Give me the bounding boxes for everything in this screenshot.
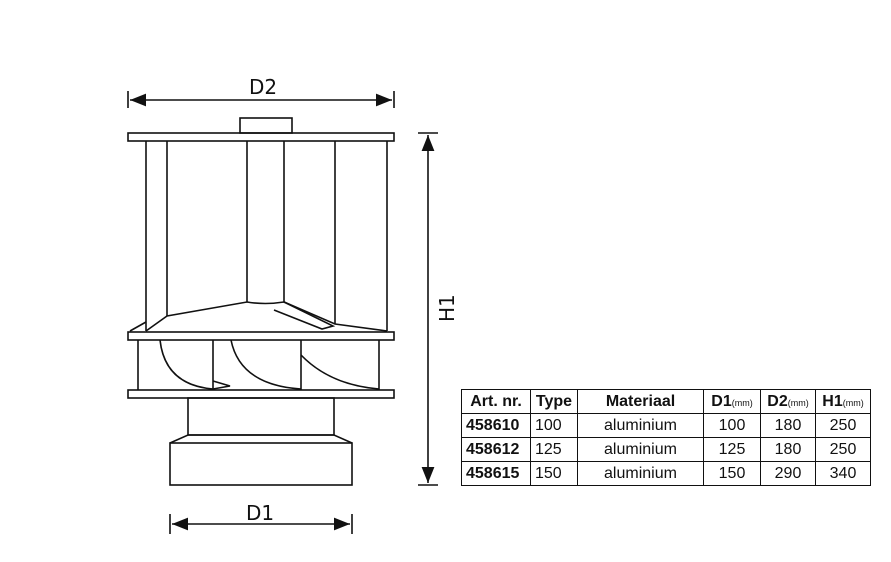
cell-d1: 125 <box>703 437 761 462</box>
table-row: 458615 150 aluminium 150 290 340 <box>461 461 871 486</box>
header-h1: H1(mm) <box>815 389 871 414</box>
d2-dimension <box>127 91 395 108</box>
header-label: Materiaal <box>605 392 676 410</box>
cell-art-nr: 458610 <box>461 413 531 438</box>
cell-h1: 250 <box>815 437 871 462</box>
d1-label: D1 <box>246 501 274 525</box>
cell-d2: 180 <box>760 437 816 462</box>
header-label: D1 <box>711 392 732 410</box>
header-unit: (mm) <box>787 397 809 408</box>
header-label: D2 <box>767 392 788 410</box>
cell-d1: 100 <box>703 413 761 438</box>
cell-materiaal: aluminium <box>577 413 704 438</box>
cell-art-nr: 458612 <box>461 437 531 462</box>
cell-d2: 180 <box>760 413 816 438</box>
h1-label: H1 <box>435 294 459 322</box>
header-unit: (mm) <box>731 397 753 408</box>
cell-type: 100 <box>530 413 578 438</box>
cell-h1: 340 <box>815 461 871 486</box>
table-row: 458612 125 aluminium 125 180 250 <box>461 437 871 462</box>
header-materiaal: Materiaal <box>577 389 704 414</box>
header-label: H1 <box>822 392 843 410</box>
table-row: 458610 100 aluminium 100 180 250 <box>461 413 871 438</box>
d1-dimension <box>169 514 353 534</box>
header-art-nr: Art. nr. <box>461 389 531 414</box>
header-d1: D1(mm) <box>703 389 761 414</box>
ventilator-body <box>127 117 395 486</box>
cell-type: 150 <box>530 461 578 486</box>
cell-type: 125 <box>530 437 578 462</box>
specifications-table: Art. nr. Type Materiaal D1(mm) D2(mm) H1… <box>461 389 871 486</box>
header-d2: D2(mm) <box>760 389 816 414</box>
header-label: Art. nr. <box>470 392 522 410</box>
header-type: Type <box>530 389 578 414</box>
cell-d2: 290 <box>760 461 816 486</box>
header-unit: (mm) <box>842 397 864 408</box>
header-label: Type <box>535 392 573 410</box>
table-header-row: Art. nr. Type Materiaal D1(mm) D2(mm) H1… <box>461 389 871 414</box>
h1-dimension <box>418 132 438 486</box>
cell-art-nr: 458615 <box>461 461 531 486</box>
cell-materiaal: aluminium <box>577 461 704 486</box>
cell-d1: 150 <box>703 461 761 486</box>
cell-materiaal: aluminium <box>577 437 704 462</box>
cell-h1: 250 <box>815 413 871 438</box>
d2-label: D2 <box>249 75 277 99</box>
